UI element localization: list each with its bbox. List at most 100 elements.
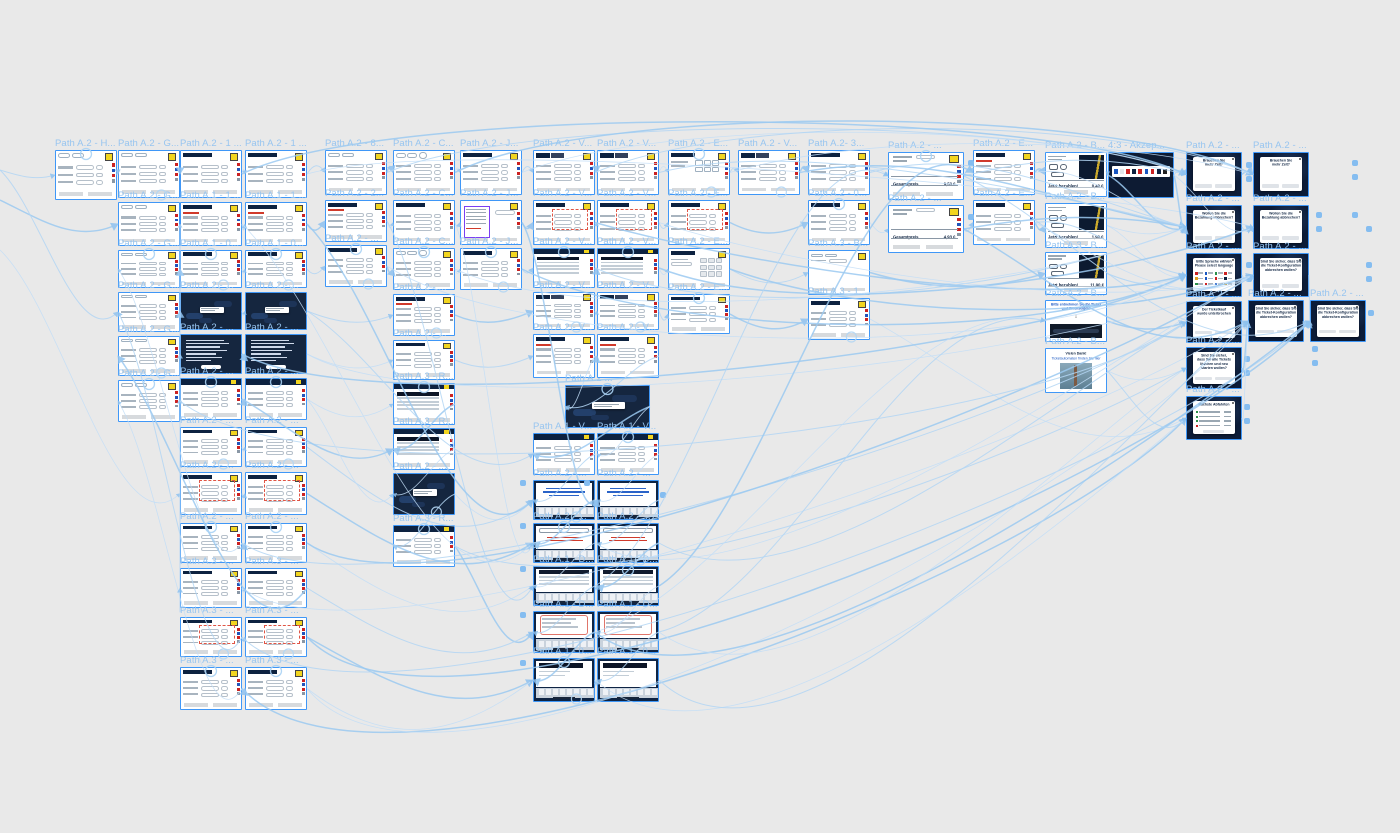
- flow-frame-h5[interactable]: [533, 334, 595, 378]
- frame-label-e3[interactable]: Path A.2 - ...: [325, 232, 379, 244]
- frame-label-f6[interactable]: Path A.3 - R...: [393, 370, 454, 382]
- flow-frame-b6[interactable]: [118, 380, 180, 422]
- frame-label-c11[interactable]: Path A.3 - ...: [180, 604, 234, 616]
- frame-label-m2[interactable]: Path A.2 - ...: [888, 192, 942, 204]
- frame-label-o5[interactable]: Path A.2 - B...: [1045, 335, 1106, 347]
- frame-label-j3[interactable]: Path A.2 - E...: [668, 235, 729, 247]
- frame-label-e2[interactable]: Path A.2 - 2...: [325, 187, 385, 199]
- frame-label-l3[interactable]: Path A.3 - B...: [808, 237, 869, 249]
- frame-label-r3[interactable]: Path A.2 - ...: [1253, 240, 1307, 252]
- frame-label-h5[interactable]: Path A.2 - V...: [533, 321, 593, 333]
- frame-label-d10[interactable]: Path A.3 - ...: [245, 555, 299, 567]
- frame-label-m1[interactable]: Path A.2 - ...: [888, 139, 942, 151]
- flow-frame-f8[interactable]: [393, 473, 455, 515]
- frame-label-q5[interactable]: Path A.2 - ...: [1186, 334, 1240, 346]
- frame-label-c4[interactable]: Path A.2 - ...: [180, 279, 234, 291]
- frame-label-i9[interactable]: Path A.1 - D...: [597, 553, 658, 565]
- frame-label-g1[interactable]: Path A.2 - J...: [460, 137, 519, 149]
- frame-label-i2[interactable]: Path A.2 - V...: [597, 187, 657, 199]
- frame-label-c9[interactable]: Path A.2 - ...: [180, 510, 234, 522]
- frame-label-h9[interactable]: Path A.1 - D...: [533, 553, 594, 565]
- flow-frame-n2[interactable]: [973, 200, 1035, 245]
- frame-label-l1[interactable]: Path A.2- 3...: [808, 137, 865, 149]
- flow-frame-g3[interactable]: [460, 248, 522, 290]
- frame-label-f4[interactable]: Path A.2 - ...: [393, 281, 447, 293]
- frame-label-f7[interactable]: Path A.3 - R...: [393, 415, 454, 427]
- frame-label-d11[interactable]: Path A.3 - ...: [245, 604, 299, 616]
- frame-label-d1[interactable]: Path A.2 - 1 ...: [245, 137, 307, 149]
- frame-label-i8[interactable]: Path A.2 - ...: [597, 510, 651, 522]
- frame-label-h10[interactable]: Path A.1 - D...: [533, 598, 594, 610]
- frame-label-o3[interactable]: Path A.3 - B...: [1045, 239, 1106, 251]
- frame-label-i10[interactable]: Path A.1 - D...: [597, 598, 658, 610]
- frame-label-b2[interactable]: Path A.2 - G...: [118, 189, 180, 201]
- frame-label-i3[interactable]: Path A.2 - V...: [597, 235, 657, 247]
- frame-label-s1[interactable]: Path A.2 - ...: [1310, 287, 1364, 299]
- frame-label-d3[interactable]: Path A.1 - 0...: [245, 237, 305, 249]
- frame-label-b6[interactable]: Path A.2 - G...: [118, 367, 180, 379]
- flow-frame-o5[interactable]: Vielen Dank!Ticketautomaten finden Sie h…: [1045, 348, 1107, 393]
- frame-label-p1[interactable]: 4:3 - Akzep...: [1108, 139, 1165, 151]
- flow-frame-d10[interactable]: [245, 568, 307, 608]
- frame-label-a1[interactable]: Path A.2 - H...: [55, 137, 116, 149]
- frame-label-f8[interactable]: Path A.2 - ...: [393, 460, 447, 472]
- frame-label-o2[interactable]: Path A.2 - B...: [1045, 190, 1106, 202]
- frame-label-k1[interactable]: Path A.2 - V...: [738, 137, 798, 149]
- frame-label-i7[interactable]: Path A.2 - ...: [597, 467, 651, 479]
- flow-frame-f9[interactable]: [393, 525, 455, 567]
- frame-label-c7[interactable]: Path A.2 - ...: [180, 414, 234, 426]
- frame-label-e1[interactable]: Path A.2 - 8...: [325, 137, 385, 149]
- flow-frame-r1[interactable]: Brauchen Sie mehr Zeit?: [1253, 152, 1309, 197]
- frame-label-c10[interactable]: Path A.3 - ...: [180, 555, 234, 567]
- frame-label-i5[interactable]: Path A.2 - V...: [597, 321, 657, 333]
- frame-label-j2[interactable]: Path A.2 - E...: [668, 187, 729, 199]
- flow-frame-h11[interactable]: [533, 658, 595, 702]
- frame-label-f3[interactable]: Path A.2 - C...: [393, 235, 454, 247]
- frame-label-c2[interactable]: Path A.1 - 1 ...: [180, 189, 242, 201]
- flow-frame-q6[interactable]: Nächste Abfahrten: [1186, 396, 1242, 440]
- frame-label-c12[interactable]: Path A.3 - ...: [180, 654, 234, 666]
- frame-label-h8[interactable]: Path A.2 - ...: [533, 510, 587, 522]
- frame-label-i1[interactable]: Path A.2 - V...: [597, 137, 657, 149]
- frame-label-d6[interactable]: Path A.2 - ...: [245, 365, 299, 377]
- frame-label-q1[interactable]: Path A.2 - ...: [1186, 139, 1240, 151]
- flow-frame-c12[interactable]: [180, 667, 242, 710]
- frame-label-b3[interactable]: Path A.2 - G...: [118, 237, 180, 249]
- frame-label-o1[interactable]: Path A.2 - B...: [1045, 139, 1106, 151]
- frame-label-d4[interactable]: Path A.2 - ...: [245, 279, 299, 291]
- frame-label-d7[interactable]: Path A.2 - ...: [245, 414, 299, 426]
- flow-frame-k1[interactable]: [738, 150, 800, 195]
- flow-frame-c8[interactable]: [180, 472, 242, 515]
- frame-label-d2[interactable]: Path A.1 - 1 ...: [245, 189, 307, 201]
- frame-label-o4[interactable]: Path A.2 - B...: [1045, 287, 1106, 299]
- flow-frame-a1[interactable]: [55, 150, 117, 200]
- flow-frame-s1[interactable]: Sind Sie sicher, dass Sie die Ticket-Kon…: [1310, 300, 1366, 342]
- frame-label-d5[interactable]: Path A.2 - ...: [245, 321, 299, 333]
- frame-label-q4[interactable]: Path A.2 - ...: [1186, 288, 1240, 300]
- flow-frame-i5[interactable]: [597, 334, 659, 378]
- flow-frame-d12[interactable]: [245, 667, 307, 710]
- frame-label-j4[interactable]: Path A.2 - E...: [668, 281, 729, 293]
- flow-frame-d11[interactable]: [245, 617, 307, 657]
- frame-label-i4[interactable]: Path A.2 - V...: [597, 279, 657, 291]
- frame-label-f9[interactable]: Path A.3 - R...: [393, 512, 454, 524]
- flow-frame-c1[interactable]: [180, 150, 242, 198]
- frame-label-j1[interactable]: Path A.2 - E...: [668, 137, 729, 149]
- frame-label-l2[interactable]: Path A.2 - 0...: [808, 187, 868, 199]
- frame-label-c5[interactable]: Path A.2 - ...: [180, 321, 234, 333]
- frame-label-h3[interactable]: Path A.2 - V...: [533, 235, 593, 247]
- flow-frame-c11[interactable]: [180, 617, 242, 657]
- flow-frame-r4[interactable]: Sind Sie sicher, dass Sie die Ticket-Kon…: [1248, 300, 1304, 342]
- flow-frame-e3[interactable]: [325, 245, 387, 287]
- frame-label-h7[interactable]: Path A.2 - ...: [533, 467, 587, 479]
- frame-label-d8[interactable]: Path A.2 - ...: [245, 459, 299, 471]
- frame-label-f2[interactable]: Path A.2 - C...: [393, 187, 454, 199]
- frame-label-h6[interactable]: Path A.1 - V...: [533, 420, 593, 432]
- frame-label-h1[interactable]: Path A.2 - V...: [533, 137, 593, 149]
- frame-label-i11[interactable]: Path A.1 - 0...: [597, 645, 657, 657]
- frame-label-q2[interactable]: Path A.2 - ...: [1186, 192, 1240, 204]
- frame-label-i6[interactable]: Path A.1 - V...: [597, 420, 657, 432]
- frame-label-n1[interactable]: Path A.2 - E...: [973, 137, 1034, 149]
